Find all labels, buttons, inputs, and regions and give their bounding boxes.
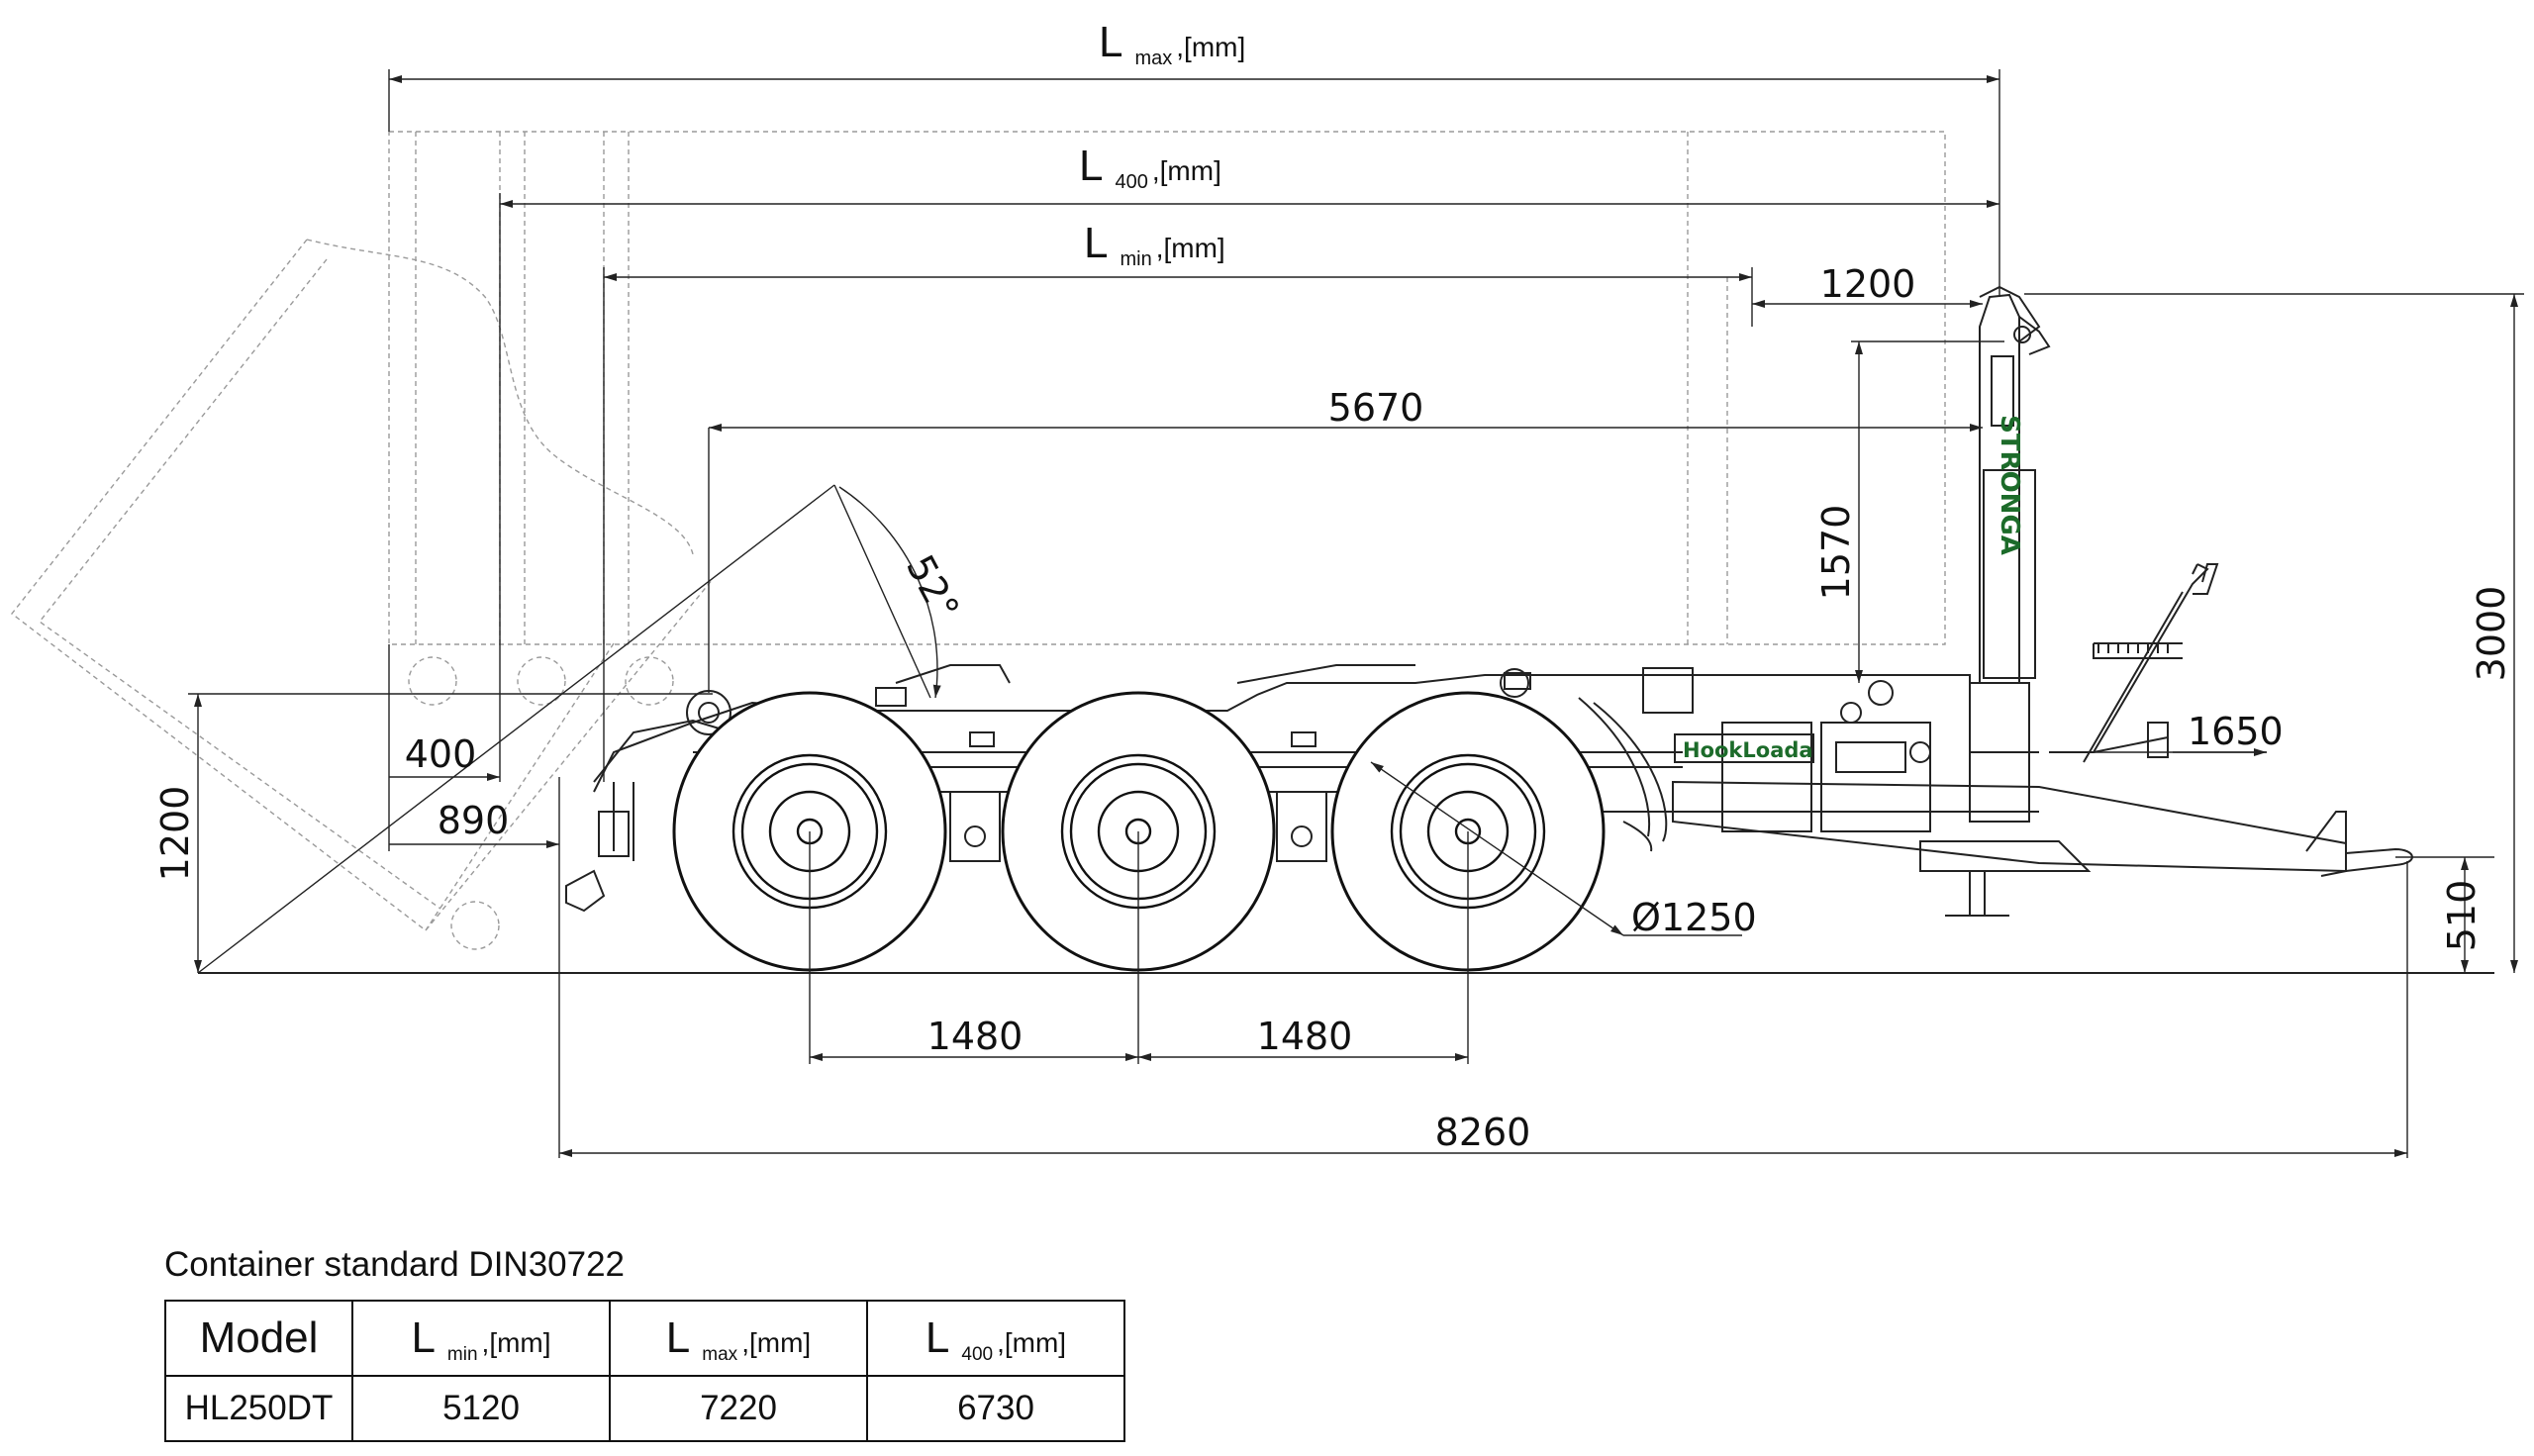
header-model: Model — [164, 1300, 353, 1377]
ghost-container-tipped — [11, 239, 714, 950]
hookloada-plate: HookLoada — [1674, 733, 1814, 763]
svg-text:1650: 1650 — [2188, 710, 2284, 753]
dim-overall-length: 8260 — [559, 861, 2408, 1158]
svg-text:8260: 8260 — [1435, 1111, 1531, 1154]
dim-1650: 1650 — [2079, 710, 2284, 756]
table-row: HL250DT 5120 7220 6730 — [164, 1375, 1125, 1442]
svg-text:890: 890 — [438, 799, 510, 842]
stronga-brand-label: STRONGA — [1995, 415, 2024, 555]
table-caption: Container standard DIN30722 — [164, 1245, 626, 1284]
front-rack — [2049, 563, 2219, 763]
suspension — [949, 731, 1653, 862]
svg-text:3000: 3000 — [2470, 586, 2513, 682]
svg-text:1480: 1480 — [927, 1015, 1023, 1058]
ghost-container — [388, 131, 1946, 706]
hook-arm: STRONGA — [1979, 285, 2051, 683]
svg-text:510: 510 — [2440, 880, 2484, 952]
svg-text:400: 400 — [405, 732, 477, 776]
hookloada-label: HookLoada — [1683, 738, 1813, 762]
dim-1200-side: 1200 — [153, 693, 713, 973]
cell-model: HL250DT — [164, 1375, 353, 1442]
rear-frame — [565, 690, 733, 913]
cell-l-400: 6730 — [866, 1375, 1125, 1442]
dim-890: 890 — [389, 777, 560, 1158]
dim-1200-top: 1200 — [1752, 262, 1983, 308]
svg-text:1200: 1200 — [153, 786, 197, 882]
technical-drawing: STRONGA HookLoada — [11, 18, 2524, 1158]
dim-400: 400 — [388, 644, 500, 851]
svg-text:5670: 5670 — [1328, 386, 1424, 430]
dim-1570: 1570 — [1814, 340, 2004, 683]
dim-510: 510 — [2395, 856, 2494, 973]
cell-l-min: 5120 — [351, 1375, 611, 1442]
cell-l-max: 7220 — [609, 1375, 868, 1442]
dim-wheel-diameter: Ø1250 — [1370, 761, 1757, 939]
svg-text:1570: 1570 — [1814, 505, 1858, 601]
dim-5670: 5670 — [708, 386, 1983, 693]
svg-text:1480: 1480 — [1257, 1015, 1353, 1058]
svg-text:Ø1250: Ø1250 — [1631, 896, 1757, 939]
svg-text:1200: 1200 — [1820, 262, 1916, 306]
dim-axle-spacing: 1480 1480 — [809, 831, 1469, 1064]
dim-3000: 3000 — [2024, 293, 2524, 973]
